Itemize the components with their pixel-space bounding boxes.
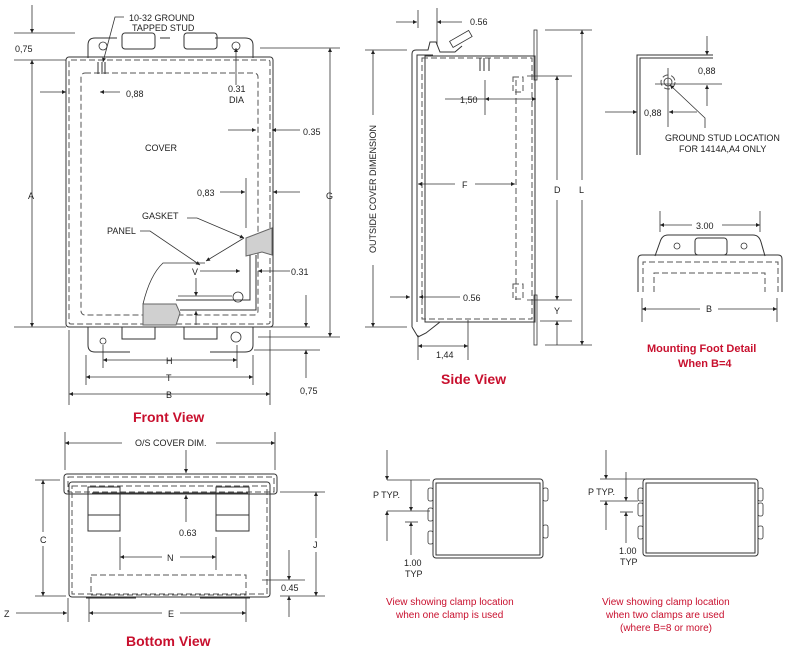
typ-label: TYP (620, 557, 638, 567)
dim-e-label: E (168, 609, 174, 619)
one-clamp-caption-1: View showing clamp location (386, 597, 514, 608)
dim-top-label: 0,75 (15, 44, 33, 54)
gasket-cutaway (245, 227, 273, 257)
cover-label: COVER (145, 143, 178, 153)
ground-stud-detail: 0,88 0,88 GROUND STUD LOCATION FOR 1414A… (605, 36, 780, 155)
front-view: 0,75 10-32 GROUND TAPPED STUD 0,88 0.31 … (14, 5, 340, 425)
mounting-foot-title: Mounting Foot Detail (647, 343, 756, 355)
front-view-title: Front View (133, 409, 204, 425)
mounting-flange-top (533, 29, 538, 81)
p-typ-label: P TYP. (588, 487, 615, 497)
dim-g-label: G (326, 191, 333, 201)
dim-panel-label: 0.31 (291, 267, 309, 277)
dim-n-label: N (167, 553, 174, 563)
inner-dashed-outline (80, 72, 259, 316)
dim-top-label: 0.56 (470, 17, 488, 27)
dim-hole-unit: DIA (229, 95, 244, 105)
dim-d-label: D (554, 185, 561, 195)
dim-045-label: 0.45 (281, 583, 299, 593)
dim-b-label: B (706, 304, 712, 314)
panel-cutaway (142, 303, 181, 326)
panel-label: PANEL (107, 226, 136, 236)
dim-100-label: 1.00 (404, 558, 422, 568)
ground-stud (97, 62, 106, 74)
dim-300-label: 3.00 (696, 221, 714, 231)
bottom-view-title: Bottom View (126, 633, 211, 649)
dim-gasket-label: 0,83 (197, 188, 215, 198)
top-clamp-left (121, 32, 156, 50)
dim-a-label: A (28, 191, 34, 201)
box-bottom (68, 481, 271, 598)
dim-j-label: J (313, 540, 318, 550)
dim-h-label: H (166, 356, 173, 366)
two-clamps-caption-1: View showing clamp location (602, 597, 730, 608)
bottom-view: O/S COVER DIM. C J 0.63 N 0.45 E Z Botto… (4, 432, 325, 649)
typ-label: TYP (405, 569, 423, 579)
top-mounting-feet (87, 37, 254, 58)
clamp-right (215, 486, 250, 532)
two-clamps-caption-2: when two clamps are used (605, 610, 724, 621)
dim-z-label: Z (4, 609, 10, 619)
clamp-left (87, 486, 121, 532)
dim-edge-label: 0.35 (303, 127, 321, 137)
mounting-foot-subtitle: When B=4 (678, 358, 732, 370)
mounting-foot-detail: 3.00 B Mounting Foot Detail When B=4 (637, 211, 783, 370)
bottom-mounting-feet (87, 327, 254, 353)
dim-bottom-label: 0.56 (463, 293, 481, 303)
two-clamps-view: P TYP. 1.00 TYP View showing clamp locat… (588, 450, 764, 634)
dim-144-label: 1,44 (436, 350, 454, 360)
ground-stud-caption-1: GROUND STUD LOCATION (665, 133, 780, 143)
cover-dim-label: O/S COVER DIM. (135, 438, 207, 448)
ground-stud-label-2: TAPPED STUD (132, 23, 195, 33)
box-body (424, 55, 536, 323)
stud-screw (449, 29, 473, 49)
gasket-label: GASKET (142, 211, 179, 221)
one-clamp-caption-2: when one clamp is used (395, 610, 503, 621)
cover-lip (63, 473, 278, 495)
cover-profile (411, 41, 463, 327)
dim-v-label: V (192, 267, 198, 277)
screw (232, 291, 244, 303)
dim-b-label: 0,88 (644, 108, 662, 118)
side-view: OUTSIDE COVER DIMENSION 0.56 1,50 F D L … (365, 8, 592, 387)
top-clamp-right (183, 32, 218, 50)
dim-bottom-label: 0,75 (300, 386, 318, 396)
side-view-title: Side View (441, 371, 506, 387)
mounting-flange-bottom (533, 294, 538, 346)
dim-a-label: 0,88 (698, 66, 716, 76)
dim-063-label: 0.63 (179, 528, 197, 538)
dim-hole-label: 0.31 (228, 84, 246, 94)
dim-l-label: L (579, 185, 584, 195)
ground-stud-label: 10-32 GROUND (129, 13, 195, 23)
dim-t-label: T (166, 373, 172, 383)
dim-b-label: B (166, 390, 172, 400)
one-clamp-view: P TYP. 1.00 TYP View showing clamp locat… (373, 450, 549, 621)
dim-150-label: 1,50 (460, 95, 478, 105)
outside-cover-dimension-label: OUTSIDE COVER DIMENSION (368, 125, 378, 253)
two-clamps-caption-3: (where B=8 or more) (620, 623, 712, 634)
dim-c-label: C (40, 535, 47, 545)
p-typ-label: P TYP. (373, 490, 400, 500)
dim-100-label: 1.00 (619, 546, 637, 556)
dim-stud-label: 0,88 (126, 89, 144, 99)
dim-y-label: Y (554, 306, 560, 316)
ground-stud-caption-2: FOR 1414A,A4 ONLY (679, 144, 766, 154)
dim-f-label: F (462, 180, 468, 190)
